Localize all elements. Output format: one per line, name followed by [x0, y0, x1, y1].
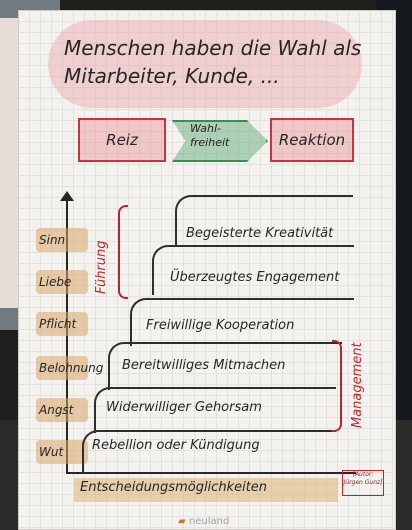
axis-arrowhead [60, 191, 74, 201]
level-angst: Angst [36, 398, 88, 422]
level-wut: Wut [36, 440, 88, 464]
step-label-3: Freiwillige Kooperation [146, 318, 295, 333]
management-bracket [332, 340, 342, 432]
brand-logo: ▰ neuland [178, 516, 230, 527]
background-poster [0, 18, 19, 308]
step-3 [130, 298, 354, 346]
step-2 [152, 245, 354, 295]
step-label-6: Rebellion oder Kündigung [92, 438, 260, 453]
level-belohnung: Belohnung [36, 356, 103, 380]
step-5 [94, 387, 336, 433]
reaktion-label: Reaktion [278, 131, 346, 149]
step-6 [82, 430, 336, 474]
level-sinn: Sinn [36, 228, 88, 252]
fuehrung-label: Führung [94, 240, 109, 294]
step-1 [175, 195, 353, 247]
step-label-2: Überzeugtes Engagement [170, 270, 340, 285]
reaktion-box: Reaktion [270, 118, 354, 162]
step-label-4: Bereitwilliges Mitmachen [122, 358, 286, 373]
step-label-1: Begeisterte Kreativität [186, 226, 334, 241]
step-label-5: Widerwilliger Gehorsam [106, 400, 262, 415]
management-label: Management [350, 342, 365, 428]
bottom-highlight [74, 478, 338, 502]
level-pflicht: Pflicht [36, 312, 88, 336]
page-title: Menschen haben die Wahl als Mitarbeiter,… [64, 36, 362, 88]
author-note: [Autor: Jürgen Gunz] [342, 470, 384, 496]
fuehrung-bracket [118, 205, 128, 299]
reiz-label: Reiz [106, 131, 138, 149]
level-liebe: Liebe [36, 270, 88, 294]
choice-arrow [172, 120, 268, 162]
bottom-label: Entscheidungsmöglichkeiten [80, 480, 268, 495]
reiz-box: Reiz [78, 118, 166, 162]
step-4 [108, 342, 342, 390]
brand-logo-text: neuland [188, 516, 230, 527]
horizontal-axis [66, 472, 356, 474]
title-highlight [48, 20, 362, 108]
wahlfreiheit-label: Wahl-freiheit [190, 122, 230, 149]
